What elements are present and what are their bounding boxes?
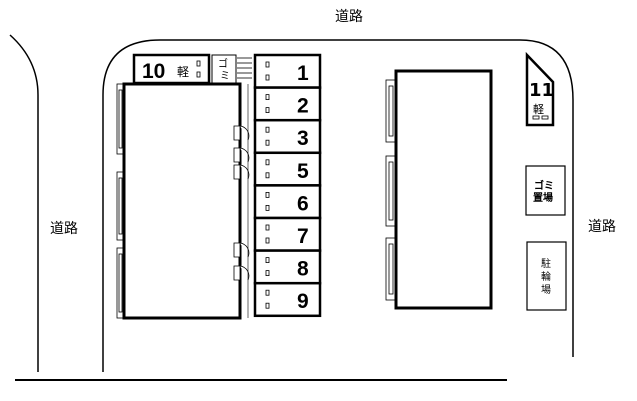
svg-text:ゴミ: ゴミ <box>534 179 554 192</box>
svg-text:ミ: ミ <box>220 71 230 82</box>
wheel-stop-mark <box>265 257 270 264</box>
svg-text:ゴ: ゴ <box>218 57 228 70</box>
slot-number: 7 <box>297 225 309 248</box>
door-icons <box>233 125 250 281</box>
parking-slot-6: 6 <box>253 184 322 220</box>
road-label-right: 道路 <box>588 219 616 235</box>
wheel-stop-mark <box>265 224 270 231</box>
slot-number: 5 <box>297 160 309 183</box>
wheel-stop-mark <box>265 302 270 309</box>
parking-slot-1: 1 <box>253 53 322 89</box>
svg-text:輪: 輪 <box>541 270 551 283</box>
wheel-stop-mark <box>265 74 270 81</box>
garbage-area: ゴミ 置場 <box>525 165 566 216</box>
left-building-windows <box>116 83 125 319</box>
slot-number: 1 <box>297 62 309 85</box>
parking-slot-8: 8 <box>253 249 322 285</box>
stairs <box>237 57 252 79</box>
parking-slot-7: 7 <box>253 216 322 252</box>
wheel-stop-mark <box>265 237 270 244</box>
wheel-stop-mark <box>265 172 270 179</box>
parking-slots-column: 1 2 3 5 6 7 8 9 <box>253 53 322 318</box>
slot-number: 9 <box>297 290 309 313</box>
wheel-stop-mark <box>265 159 270 166</box>
slot-number: 10 <box>142 60 165 83</box>
wheel-stop-mark <box>265 107 270 113</box>
parking-slot-10: 10 軽 <box>132 53 211 85</box>
right-building <box>394 69 493 310</box>
wheel-stop-mark <box>265 191 270 198</box>
parking-slot-11: 11 軽 <box>525 51 555 127</box>
wheel-stop-mark <box>265 61 270 68</box>
road-label-top: 道路 <box>335 9 363 25</box>
garbage-box-small: ゴ ミ <box>211 54 237 84</box>
right-building-windows <box>385 79 397 301</box>
left-road-edge <box>9 34 39 372</box>
road-label-left: 道路 <box>50 221 78 237</box>
wheel-stop-mark <box>265 126 270 133</box>
wheel-stop-mark <box>265 270 270 277</box>
kei-label: 軽 <box>533 103 544 116</box>
svg-text:駐: 駐 <box>541 257 551 270</box>
wheel-stop-mark <box>265 204 270 211</box>
bicycle-parking: 駐 輪 場 <box>526 241 567 311</box>
parking-slot-5: 5 <box>253 151 322 187</box>
parking-slot-3: 3 <box>253 118 322 155</box>
wheel-stop-mark <box>265 139 270 146</box>
svg-text:置場: 置場 <box>533 191 553 204</box>
wheel-stop-mark <box>265 94 270 100</box>
left-building <box>122 82 242 320</box>
slot-number: 8 <box>297 258 309 281</box>
svg-text:場: 場 <box>541 283 551 296</box>
parking-slot-2: 2 <box>253 86 322 122</box>
slot-number: 2 <box>297 95 309 118</box>
slot-number: 3 <box>297 127 309 150</box>
wheel-stop-mark <box>265 289 270 296</box>
parking-slot-9: 9 <box>253 281 322 318</box>
slot-number: 6 <box>297 192 309 215</box>
kei-label: 軽 <box>177 65 189 79</box>
slot-number: 11 <box>529 80 554 101</box>
site-boundary <box>102 39 574 372</box>
